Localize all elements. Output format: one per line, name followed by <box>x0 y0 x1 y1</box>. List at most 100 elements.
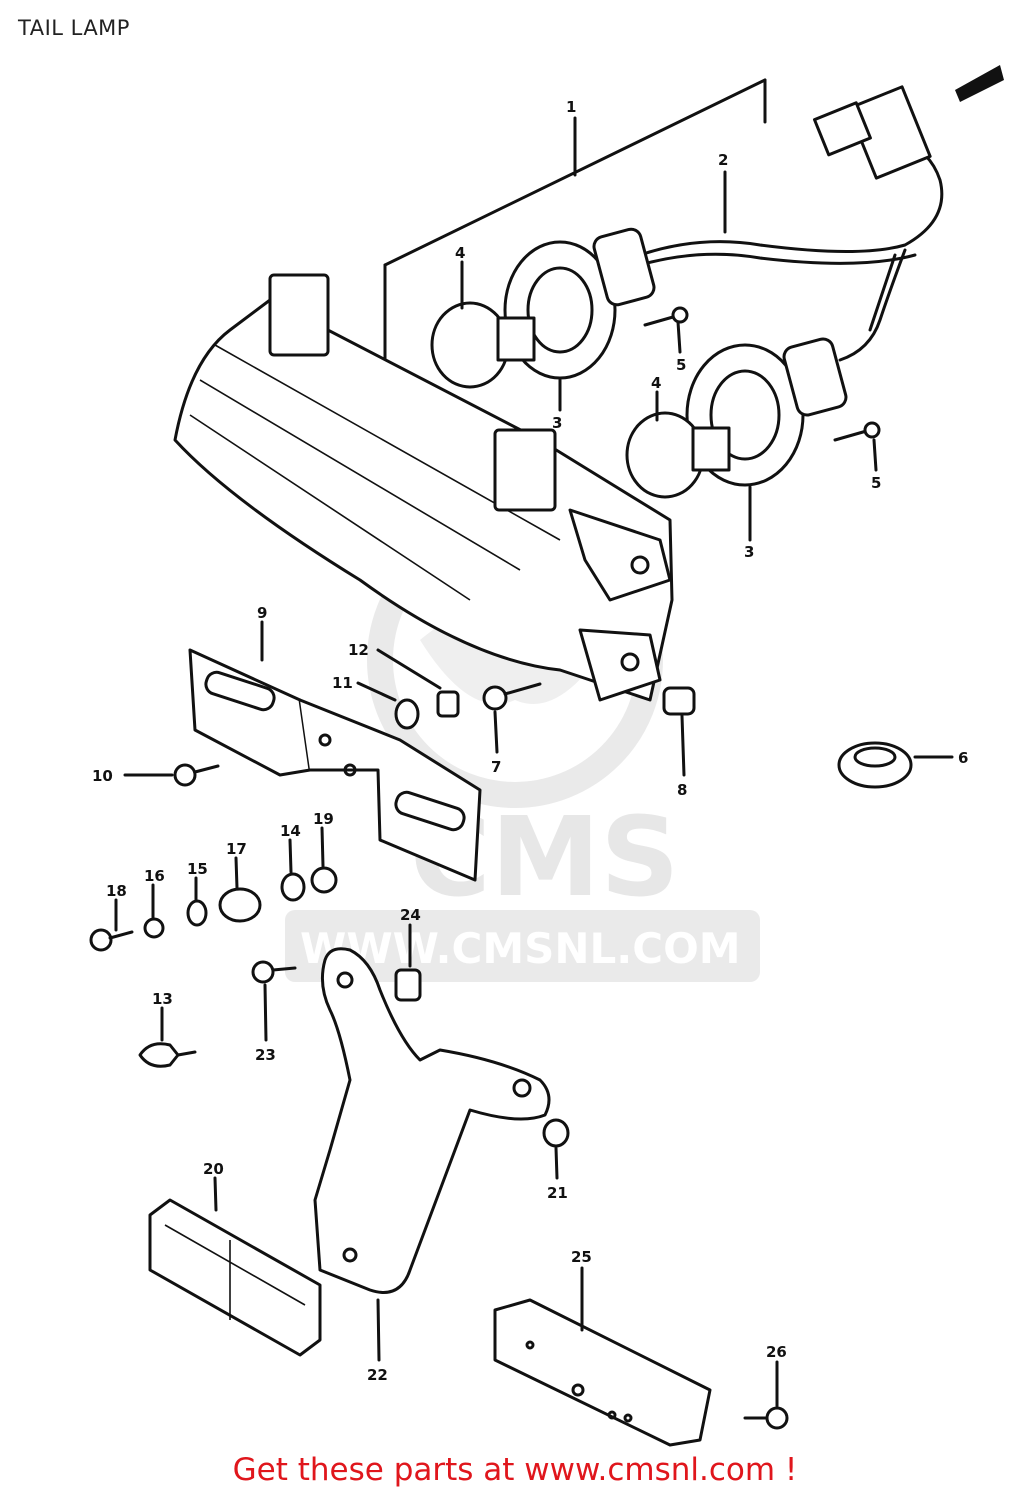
callout-10: 10 <box>92 767 113 785</box>
leader-line-21 <box>554 1146 559 1180</box>
wiring-harness <box>638 65 1004 362</box>
reflector-20-icon <box>148 1198 322 1357</box>
socket-lower-ring <box>709 369 781 461</box>
lamp-upper-tab-icon <box>268 273 330 357</box>
leader-line-20 <box>213 1176 218 1212</box>
callout-2: 2 <box>718 151 728 169</box>
callout-9: 9 <box>257 604 267 622</box>
watermark-url-band <box>285 910 760 982</box>
bolt-18-head-icon <box>89 928 113 952</box>
license-lamp-25 <box>493 1266 712 1447</box>
callout-8: 8 <box>677 781 687 799</box>
washer-11-icon <box>394 698 420 730</box>
screw-7-shaft-icon <box>503 682 542 696</box>
harness-wire-3 <box>838 248 907 362</box>
license-lamp-hole-c <box>607 1410 617 1420</box>
lamp-mount-hole-upper <box>630 555 650 575</box>
callout-16: 16 <box>144 867 165 885</box>
socket-lower-clip-icon <box>782 337 848 417</box>
clip-8-icon <box>662 686 696 716</box>
license-bracket-slot-left <box>204 670 276 712</box>
hardware-parts <box>89 648 954 1430</box>
screw-23-head-icon <box>251 960 275 984</box>
socket-upper-clip-icon <box>592 227 656 307</box>
screw-upper-head-icon <box>671 306 689 324</box>
harness-wire-2 <box>638 252 917 267</box>
callout-12: 12 <box>348 641 369 659</box>
reflector-bracket-hole-top <box>336 971 354 989</box>
harness-connector-icon <box>846 85 932 180</box>
callout-20: 20 <box>203 1160 224 1178</box>
leader-line-5a <box>676 320 682 354</box>
socket-bulb-upper <box>430 227 689 412</box>
socket-upper-ring <box>526 266 594 354</box>
callout-18: 18 <box>106 882 127 900</box>
leader-line-17 <box>234 856 239 890</box>
callout-14: 14 <box>280 822 301 840</box>
reflector-bracket-hole-right <box>512 1078 532 1098</box>
screw-lower-head-icon <box>863 421 881 439</box>
leader-line-7 <box>493 710 499 754</box>
grommet-6-hole <box>853 746 897 768</box>
leader-line-23 <box>263 983 268 1042</box>
callout-1: 1 <box>566 98 576 116</box>
bulb-lower-base-icon <box>691 426 731 472</box>
callout-24: 24 <box>400 906 421 924</box>
harness-wire-4 <box>868 253 897 332</box>
nut-19-icon <box>310 866 338 894</box>
leader-line-14 <box>288 838 293 874</box>
screw-7-head-icon <box>482 685 508 711</box>
callout-11: 11 <box>332 674 353 692</box>
callout-5b: 5 <box>871 474 881 492</box>
leader-line-19 <box>320 826 325 868</box>
washer-14-icon <box>280 872 306 902</box>
callout-7: 7 <box>491 758 501 776</box>
lamp-mount-hole-lower <box>620 652 640 672</box>
leader-line-12 <box>376 648 442 690</box>
tail-lamp-housing <box>173 273 674 702</box>
callout-17: 17 <box>226 840 247 858</box>
callout-3b: 3 <box>744 543 754 561</box>
washer-15-icon <box>186 899 208 927</box>
bolt-18-shaft-icon <box>108 930 134 940</box>
callout-6: 6 <box>958 749 968 767</box>
screw-26-head-icon <box>765 1406 789 1430</box>
lamp-lens-icon <box>173 298 674 702</box>
nut-24-icon <box>394 968 422 1002</box>
reflector-bracket-hole-bottom <box>342 1247 358 1263</box>
nut-12-icon <box>436 690 460 718</box>
license-bracket-hole-a <box>318 733 332 747</box>
bulb-upper-base-icon <box>496 316 536 362</box>
reflector-20-pattern <box>164 1224 306 1320</box>
bolt-10-head-icon <box>173 763 197 787</box>
callout-23: 23 <box>255 1046 276 1064</box>
callout-15: 15 <box>187 860 208 878</box>
reflector-bracket-icon <box>313 947 551 1294</box>
callout-labels: 1 2 3 3 4 4 5 5 6 7 8 9 10 11 12 13 14 1… <box>92 98 968 1384</box>
callout-4b: 4 <box>651 374 661 392</box>
footer-link[interactable]: Get these parts at www.cmsnl.com ! <box>232 1452 798 1488</box>
callout-3a: 3 <box>552 414 562 432</box>
watermark-url-text: WWW.CMSNL.COM <box>300 924 741 973</box>
license-lamp-25-icon <box>493 1298 712 1447</box>
license-bracket-right-icon <box>298 698 482 882</box>
lamp-mount-upper-icon <box>568 508 672 602</box>
callout-21: 21 <box>547 1184 568 1202</box>
lamp-lower-tab-icon <box>493 428 557 512</box>
callout-13: 13 <box>152 990 173 1008</box>
socket-bulb-lower <box>625 337 881 542</box>
nut-21-icon <box>542 1118 570 1148</box>
leader-line-8 <box>680 714 686 777</box>
washer-16-icon <box>143 917 165 939</box>
reflector-bracket <box>313 947 551 1362</box>
bulb-13-icon <box>138 1042 180 1068</box>
license-bracket <box>188 620 482 882</box>
harness-wire-1 <box>638 138 944 257</box>
callout-22: 22 <box>367 1366 388 1384</box>
front-arrow-icon <box>955 65 1004 102</box>
spacer-17-icon <box>218 887 262 923</box>
bulb-13-base-icon <box>176 1050 197 1057</box>
license-lamp-hole-b <box>571 1383 585 1397</box>
license-bracket-left-icon <box>188 648 312 777</box>
